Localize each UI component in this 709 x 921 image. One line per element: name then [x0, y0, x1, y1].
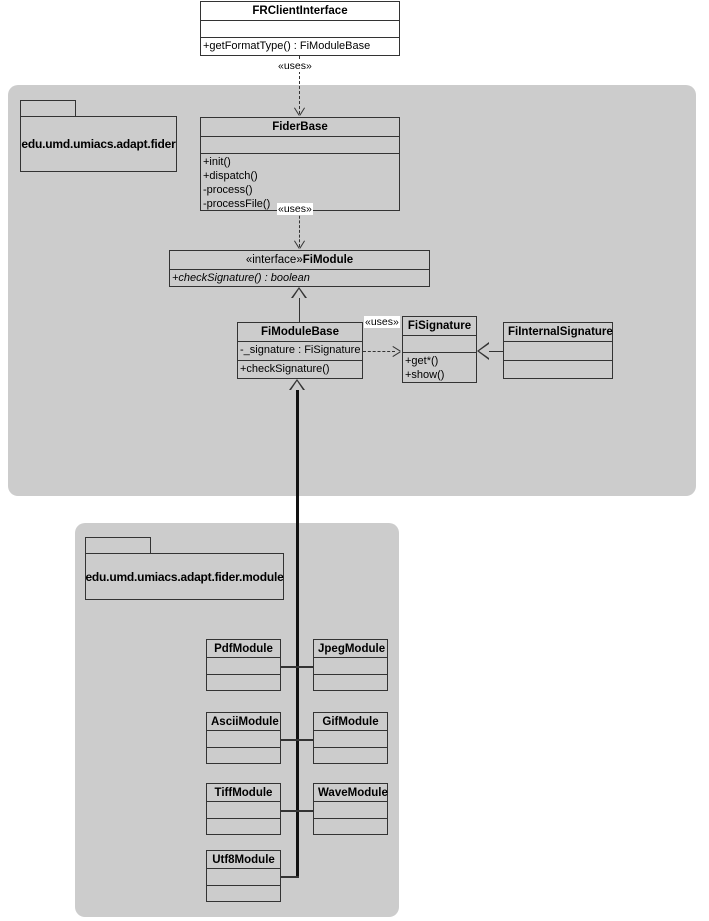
class-name-text-fimodule: FiModule	[302, 254, 354, 266]
class-fimodule[interactable]: «interface»FiModule +checkSignature() : …	[169, 250, 430, 287]
operation-getformattype: +getFormatType() : FiModuleBase	[203, 40, 371, 52]
class-attributes-asciimodule	[207, 731, 280, 748]
class-operations-jpegmodule	[314, 675, 387, 692]
class-attributes-fisignature	[403, 336, 476, 353]
generalization-arrowhead-fisignature-inner	[479, 344, 489, 358]
uses-label-mid: «uses»	[277, 203, 313, 215]
class-name-gifmodule: GifModule	[314, 713, 387, 731]
class-name-pdfmodule: PdfModule	[207, 640, 280, 658]
dependency-arrowhead-fiderbase	[294, 108, 305, 116]
generalization-line-fiinternal-to-fisignature	[489, 351, 503, 352]
generalization-arrowhead-fimodule-inner	[293, 289, 305, 298]
class-operations-pdfmodule	[207, 675, 280, 692]
class-name-jpegmodule: JpegModule	[314, 640, 387, 658]
operation-processfile: -processFile()	[203, 198, 271, 210]
stereotype-interface: «interface»	[245, 254, 303, 266]
package-module-tab	[85, 537, 151, 554]
operation-checksignature: +checkSignature()	[240, 363, 330, 375]
operation-process: -process()	[203, 184, 253, 196]
package-module: edu.umd.umiacs.adapt.fider.module	[85, 537, 284, 600]
class-wavemodule[interactable]: WaveModule	[313, 783, 388, 835]
class-name-fiinternalsignature: FiInternalSignature	[504, 323, 613, 342]
class-operations-tiffmodule	[207, 819, 280, 836]
operation-dispatch: +dispatch()	[203, 170, 258, 182]
class-attributes-utf8module	[207, 869, 280, 886]
class-name-wavemodule: WaveModule	[314, 784, 388, 802]
generalization-arrowhead-fimodulebase-inner	[291, 381, 303, 390]
class-fisignature[interactable]: FiSignature +get*() +show()	[402, 316, 477, 383]
class-operations-fimodule: +checkSignature() : boolean	[170, 270, 429, 287]
class-name-fiderbase: FiderBase	[201, 118, 399, 137]
operation-checksignature-abstract: +checkSignature() : boolean	[172, 272, 310, 284]
generalization-line-fimodulebase-to-fimodule	[299, 298, 300, 322]
class-gifmodule[interactable]: GifModule	[313, 712, 388, 764]
operation-get: +get*()	[405, 355, 439, 367]
class-attributes-fimodulebase: -_signature : FiSignature	[238, 342, 362, 361]
class-asciimodule[interactable]: AsciiModule	[206, 712, 281, 764]
class-fiderbase[interactable]: FiderBase +init() +dispatch() -process()…	[200, 117, 400, 211]
dependency-line-fimodulebase-to-fisignature	[363, 351, 395, 352]
package-module-label: edu.umd.umiacs.adapt.fider.module	[85, 569, 284, 584]
dependency-line-fiderbase-to-fimodule	[299, 211, 300, 247]
dependency-arrowhead-fimodule	[294, 241, 305, 249]
class-operations-fiderbase: +init() +dispatch() -process() -processF…	[201, 154, 399, 210]
class-fimodulebase[interactable]: FiModuleBase -_signature : FiSignature +…	[237, 322, 363, 379]
class-attributes-fiinternalsignature	[504, 342, 612, 361]
class-attributes-tiffmodule	[207, 802, 280, 819]
class-frclientinterface[interactable]: FRClientInterface +getFormatType() : FiM…	[200, 1, 400, 56]
class-tiffmodule[interactable]: TiffModule	[206, 783, 281, 835]
connector-utf8module	[281, 876, 299, 878]
class-fiinternalsignature[interactable]: FiInternalSignature	[503, 322, 613, 379]
class-operations-fimodulebase: +checkSignature()	[238, 361, 362, 380]
package-module-body: edu.umd.umiacs.adapt.fider.module	[85, 553, 284, 600]
operation-init: +init()	[203, 156, 231, 168]
class-name-fisignature: FiSignature	[403, 317, 476, 336]
package-fider-body: edu.umd.umiacs.adapt.fider	[20, 116, 177, 172]
connector-asciimodule	[281, 739, 299, 741]
class-operations-wavemodule	[314, 819, 387, 836]
class-name-fimodule: «interface»FiModule	[170, 251, 429, 270]
connector-jpegmodule	[296, 666, 314, 668]
class-name-tiffmodule: TiffModule	[207, 784, 280, 802]
class-name-utf8module: Utf8Module	[207, 851, 280, 869]
package-fider: edu.umd.umiacs.adapt.fider	[20, 100, 177, 172]
connector-gifmodule	[296, 739, 314, 741]
package-fider-tab	[20, 100, 76, 117]
class-operations-fisignature: +get*() +show()	[403, 353, 476, 382]
connector-wavemodule	[296, 810, 314, 812]
class-operations-utf8module	[207, 886, 280, 903]
connector-pdfmodule	[281, 666, 299, 668]
class-operations-asciimodule	[207, 748, 280, 765]
class-operations-fiinternalsignature	[504, 361, 612, 380]
class-jpegmodule[interactable]: JpegModule	[313, 639, 388, 691]
dependency-arrowhead-fisignature	[393, 346, 401, 357]
class-attributes-wavemodule	[314, 802, 387, 819]
uses-label-top: «uses»	[277, 60, 313, 72]
class-operations-frclientinterface: +getFormatType() : FiModuleBase	[201, 38, 399, 55]
package-fider-label: edu.umd.umiacs.adapt.fider	[21, 137, 176, 151]
operation-show: +show()	[405, 369, 445, 381]
uses-label-signature: «uses»	[364, 316, 400, 328]
connector-tiffmodule	[281, 810, 299, 812]
class-pdfmodule[interactable]: PdfModule	[206, 639, 281, 691]
class-attributes-jpegmodule	[314, 658, 387, 675]
class-attributes-pdfmodule	[207, 658, 280, 675]
attribute-signature: -_signature : FiSignature	[240, 344, 361, 356]
dependency-line-frclient-to-fiderbase	[299, 56, 300, 114]
class-name-asciimodule: AsciiModule	[207, 713, 280, 731]
class-attributes-gifmodule	[314, 731, 387, 748]
class-name-frclientinterface: FRClientInterface	[201, 2, 399, 21]
class-name-fimodulebase: FiModuleBase	[238, 323, 362, 342]
class-operations-gifmodule	[314, 748, 387, 765]
class-attributes-frclientinterface	[201, 21, 399, 38]
class-utf8module[interactable]: Utf8Module	[206, 850, 281, 902]
generalization-trunk-modules-to-fimodulebase	[296, 390, 299, 876]
class-attributes-fiderbase	[201, 137, 399, 154]
